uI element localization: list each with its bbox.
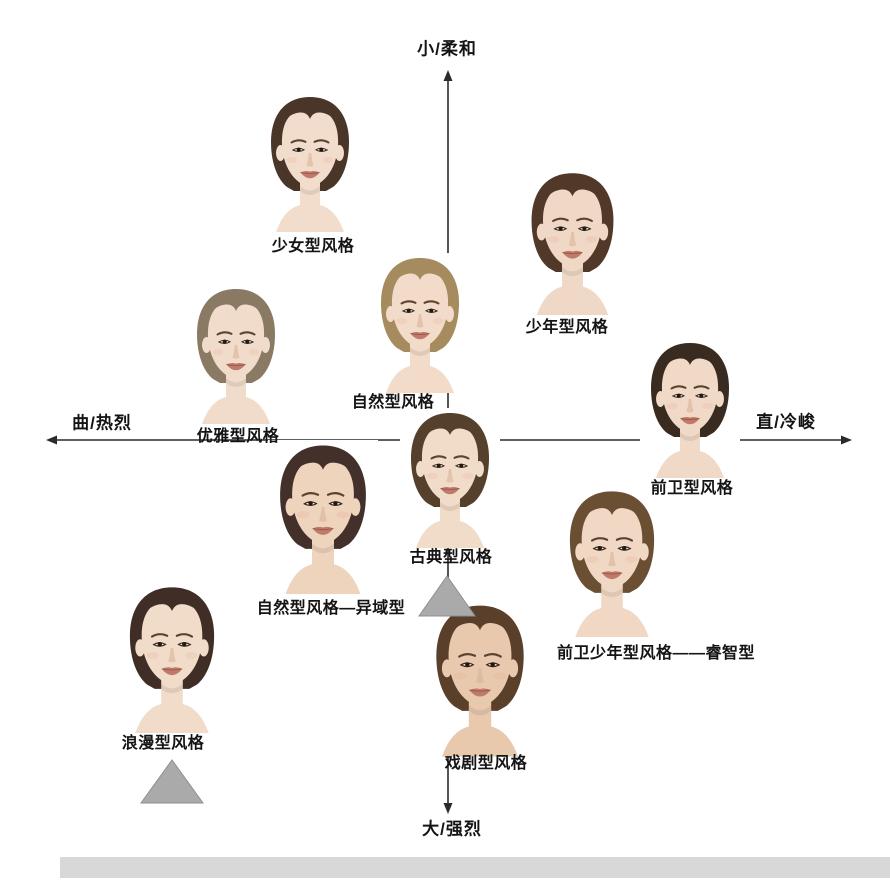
label-dramatic-type: 戏剧型风格 [444,755,528,772]
arrow-down-icon [443,803,453,814]
label-natural-exotic-type: 自然型风格—异域型 [256,600,406,617]
axis-label-right: 直/冷峻 [756,412,816,432]
arrow-left-icon [46,435,57,445]
face-romantic-type [118,582,226,734]
woman-portrait-icon [268,440,378,594]
bottom-gray-bar [60,857,890,878]
face-boy-type [520,168,625,315]
label-classic-type: 古典型风格 [409,549,493,566]
face-natural-exotic-type [268,440,378,594]
woman-portrait-icon [186,284,286,424]
woman-portrait-icon [640,338,740,478]
label-romantic-type: 浪漫型风格 [121,735,205,752]
woman-portrait-icon [558,486,666,637]
face-avantgarde-boy-wise [558,486,666,638]
face-classic-type [400,408,500,548]
face-natural-type [370,253,470,393]
label-elegant-type: 优雅型风格 [196,428,280,445]
face-avantgarde-type [640,338,740,478]
label-boy-type: 少年型风格 [525,319,609,336]
label-natural-type: 自然型风格 [351,394,435,411]
label-avantgarde-boy-wise: 前卫少年型风格——睿智型 [556,645,756,662]
woman-portrait-icon [370,253,470,393]
axis-label-bottom: 大/强烈 [422,819,482,839]
face-girl-type [260,92,360,232]
face-elegant-type [186,284,286,424]
woman-portrait-icon [520,168,625,315]
axis-label-left: 曲/热烈 [72,413,132,433]
woman-portrait-icon [400,408,500,548]
arrow-up-icon [443,70,453,81]
face-dramatic-type [424,600,536,757]
axis-label-top: 小/柔和 [417,39,477,59]
woman-portrait-icon [260,92,360,232]
label-avantgarde-type: 前卫型风格 [650,480,734,497]
woman-portrait-icon [424,600,536,757]
woman-portrait-icon [118,582,226,733]
arrow-right-icon [841,435,852,445]
label-girl-type: 少女型风格 [271,238,355,255]
